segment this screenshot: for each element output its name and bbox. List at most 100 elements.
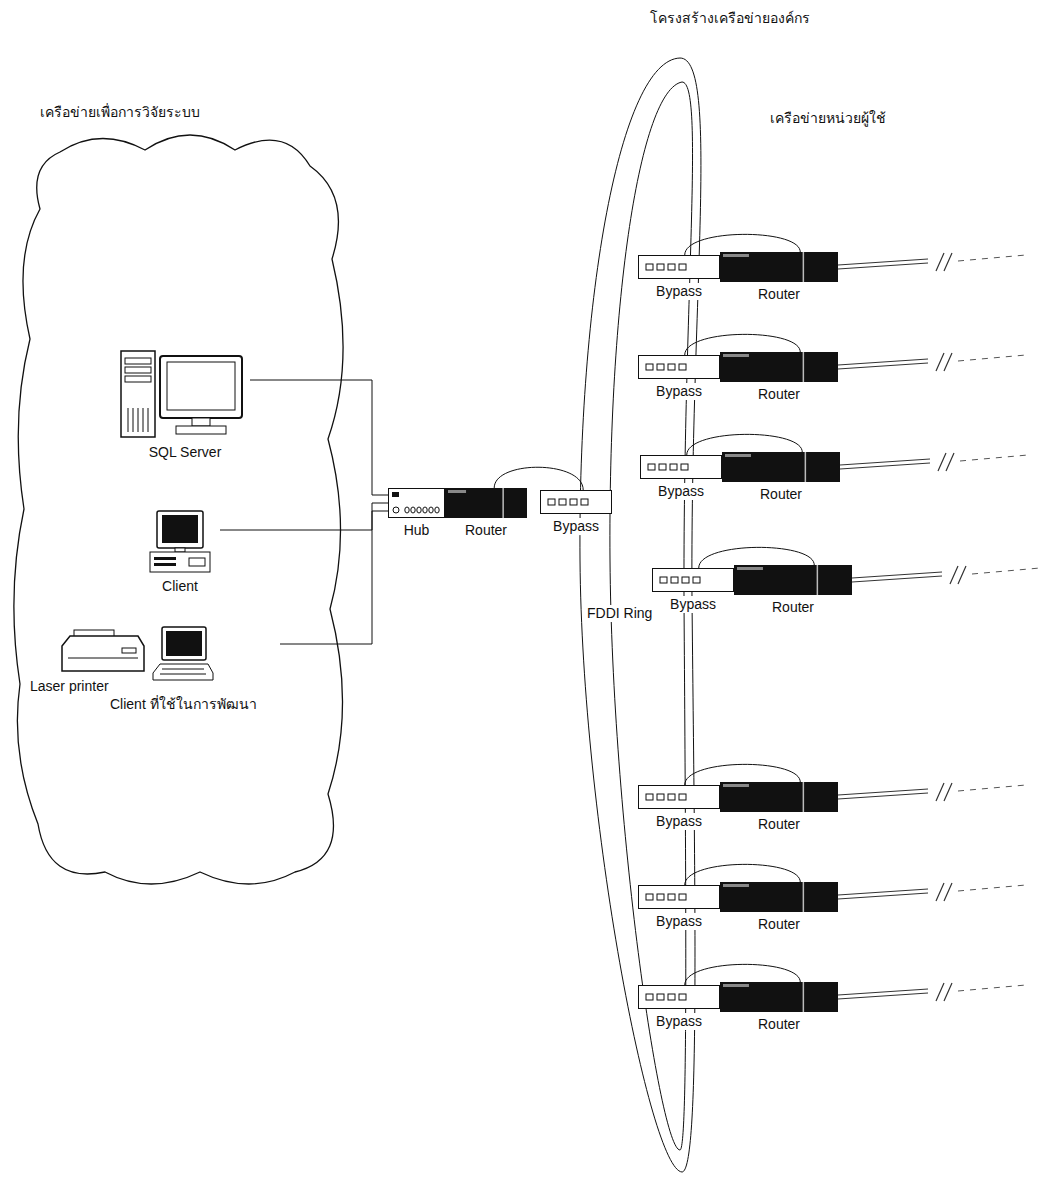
icon-part: [657, 364, 664, 370]
icon-part: [389, 489, 445, 518]
device-label: Router: [758, 486, 804, 503]
dev-computer: Client ที่ใช้ในการพัฒนา: [110, 626, 280, 713]
icon-part: [721, 883, 838, 912]
icon-part: [446, 489, 527, 518]
icon-part: [559, 499, 566, 505]
router-device: Router: [445, 488, 527, 518]
bypass-device: Bypass: [638, 885, 720, 909]
computer-icon: [152, 626, 214, 682]
icon-part: [448, 490, 466, 493]
icon-part: [62, 636, 144, 671]
icon-part: [150, 552, 210, 572]
bypass-device: Bypass: [638, 255, 720, 279]
device-label: Bypass: [654, 1013, 704, 1030]
client-computer: Client: [140, 510, 220, 595]
network-link: [494, 467, 583, 490]
network-cloud: เครือข่ายเพื่อการวิจัยระบบSQL ServerClie…: [10, 104, 355, 896]
device-label: Hub: [402, 522, 432, 539]
icon-part: [638, 355, 720, 379]
icon-part: [723, 254, 749, 257]
network-link: [250, 380, 388, 495]
network-link: [685, 964, 801, 985]
icon-part: [189, 558, 205, 566]
router-device: Router: [722, 452, 840, 482]
icon-part: [720, 882, 838, 912]
bypass-device: Bypass: [640, 455, 722, 479]
wan-link: [840, 453, 1028, 471]
icon-part: [679, 264, 686, 270]
device-label: Bypass: [654, 283, 704, 300]
network-link: [685, 764, 801, 785]
icon-part: [805, 452, 807, 482]
device-label: Bypass: [656, 483, 706, 500]
icon-part: [646, 794, 653, 800]
icon-part: [548, 499, 555, 505]
icon-part: [639, 256, 720, 279]
icon-part: [541, 491, 612, 514]
router-device: Router: [734, 565, 852, 595]
icon-part: [392, 492, 399, 497]
device-label: Bypass: [654, 813, 704, 830]
icon-part: [646, 364, 653, 370]
icon-part: [639, 356, 720, 379]
icon-part: [817, 565, 819, 595]
device-label: Client ที่ใช้ในการพัฒนา: [110, 696, 280, 713]
icon-part: [803, 882, 805, 912]
device-label: SQL Server: [120, 444, 250, 461]
wan-link: [838, 253, 1026, 271]
server-computer: SQL Server: [120, 350, 250, 461]
icon-part: [679, 794, 686, 800]
icon-part: [14, 135, 343, 884]
device-label: Router: [756, 916, 802, 933]
icon-part: [681, 464, 688, 470]
icon-part: [720, 252, 838, 282]
icon-part: [639, 786, 720, 809]
icon-part: [679, 364, 686, 370]
laser-printer: Laser printer: [30, 628, 155, 695]
icon-part: [176, 426, 226, 434]
icon-part: [125, 376, 151, 382]
icon-part: [668, 894, 675, 900]
network-link: [685, 864, 801, 885]
icon-part: [720, 982, 838, 1012]
device-label: Bypass: [654, 913, 704, 930]
icon-part: [721, 783, 838, 812]
icon-part: [167, 362, 235, 410]
icon-part: [638, 255, 720, 279]
icon-part: [122, 648, 136, 653]
computer-icon: [60, 628, 146, 674]
router-device: Router: [720, 252, 838, 282]
router-device: Router: [720, 782, 838, 812]
icon-part: [429, 507, 433, 513]
icon-part: [648, 464, 655, 470]
icon-part: [646, 264, 653, 270]
device-label: Router: [463, 522, 509, 539]
icon-part: [417, 507, 421, 513]
icon-part: [657, 794, 664, 800]
bypass-device: Bypass: [638, 985, 720, 1009]
icon-part: [638, 985, 720, 1009]
icon-part: [445, 488, 527, 518]
computer-icon: [120, 350, 250, 440]
icon-part: [668, 264, 675, 270]
icon-part: [657, 894, 664, 900]
icon-part: [721, 983, 838, 1012]
device-label: Client: [140, 578, 220, 595]
icon-part: [162, 515, 198, 543]
icon-part: [660, 577, 667, 583]
icon-part: [125, 358, 151, 364]
bypass-device: Bypass: [638, 785, 720, 809]
icon-part: [157, 511, 203, 548]
icon-part: [653, 569, 734, 592]
bypass-device: Bypass: [540, 490, 612, 514]
network-link: [699, 547, 815, 568]
icon-part: [720, 782, 838, 812]
icon-part: [723, 884, 749, 887]
icon-part: [393, 507, 399, 513]
icon-part: [411, 507, 415, 513]
icon-part: [540, 490, 612, 514]
bypass-device: Bypass: [652, 568, 734, 592]
